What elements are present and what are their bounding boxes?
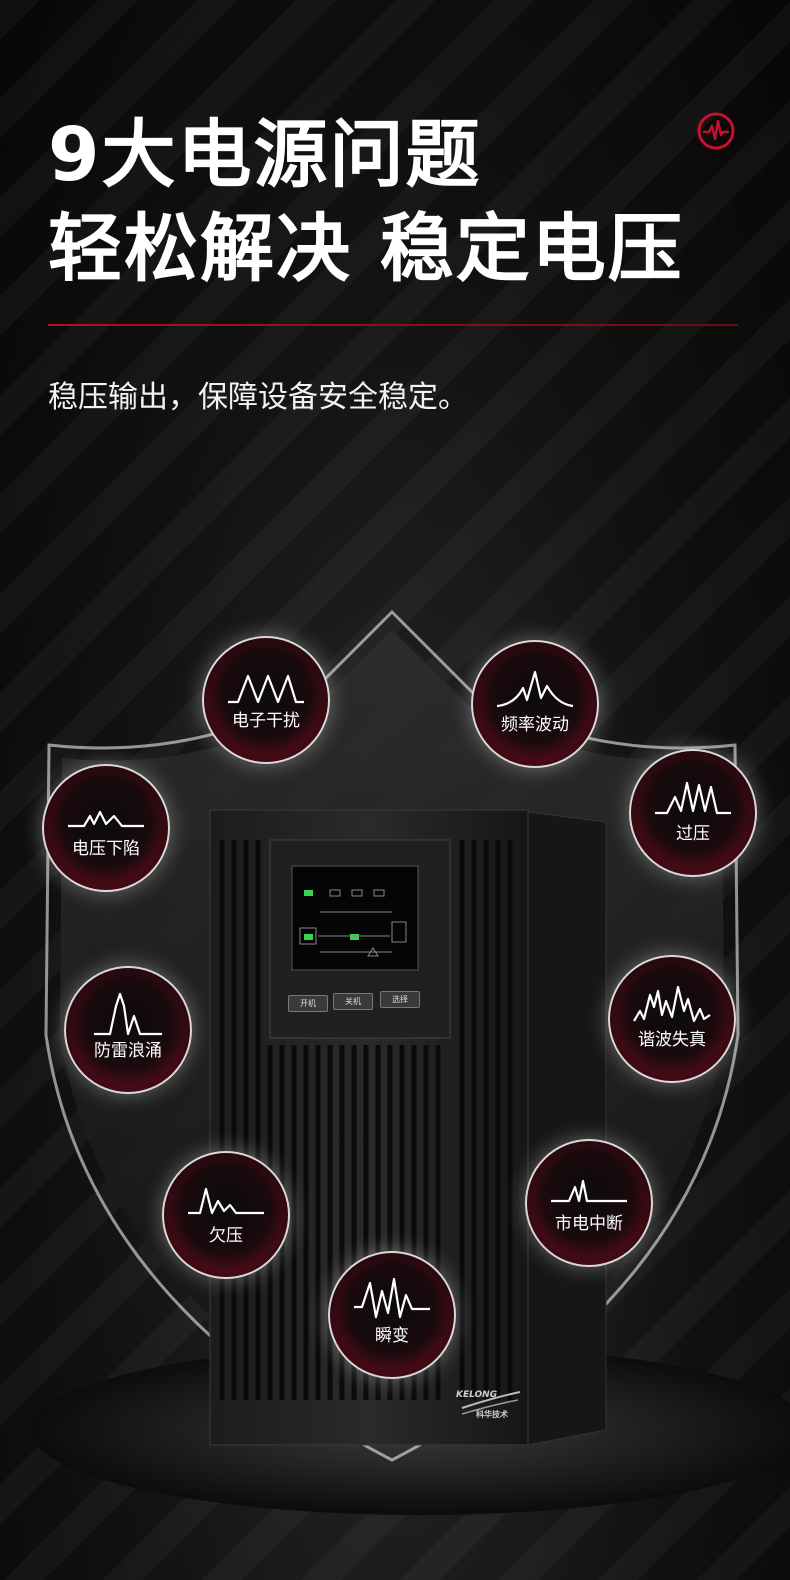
ups-select-button: 选择 bbox=[380, 991, 420, 1008]
badge-undervoltage: 欠压 bbox=[162, 1151, 290, 1279]
overvoltage-wave-icon bbox=[655, 781, 731, 815]
badge-lightning-surge: 防雷浪涌 bbox=[64, 966, 192, 1094]
badge-harmonic-distortion: 谐波失真 bbox=[608, 955, 736, 1083]
ups-power-on-button: 开机 bbox=[288, 995, 328, 1012]
badge-frequency-fluctuation: 频率波动 bbox=[471, 640, 599, 768]
badge-mains-outage: 市电中断 bbox=[525, 1139, 653, 1267]
ups-power-off-button: 关机 bbox=[333, 993, 373, 1010]
dip-wave-icon bbox=[68, 810, 144, 828]
title-line-2: 轻松解决 稳定电压 bbox=[48, 206, 684, 292]
ups-brand-logo: KELONG bbox=[456, 1390, 498, 1400]
outage-wave-icon bbox=[551, 1179, 627, 1203]
ups-brand-cn: 科华技术 bbox=[476, 1410, 508, 1419]
page-title: 9大电源问题 轻松解决 稳定电压 bbox=[48, 108, 684, 296]
frequency-spike-wave-icon bbox=[496, 670, 574, 708]
badge-overvoltage: 过压 bbox=[629, 749, 757, 877]
badge-voltage-sag: 电压下陷 bbox=[42, 764, 170, 892]
undervoltage-wave-icon bbox=[188, 1187, 264, 1215]
title-line-1: 9大电源问题 bbox=[48, 112, 482, 198]
waveform-badge-icon bbox=[697, 112, 735, 150]
subtitle: 稳压输出，保障设备安全稳定。 bbox=[48, 380, 468, 415]
harmonic-wave-icon bbox=[633, 985, 711, 1023]
badge-transient: 瞬变 bbox=[328, 1251, 456, 1379]
triple-peak-wave-icon bbox=[228, 674, 304, 704]
surge-spike-wave-icon bbox=[94, 992, 162, 1036]
transient-wave-icon bbox=[354, 1277, 430, 1319]
header-divider bbox=[48, 324, 738, 326]
badge-electronic-interference: 电子干扰 bbox=[202, 636, 330, 764]
